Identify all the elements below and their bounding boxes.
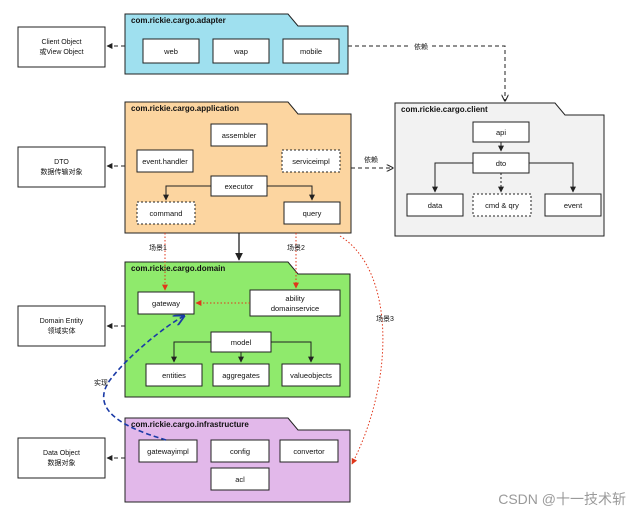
- box-aggregates: aggregates: [222, 371, 260, 380]
- arrow-dto-data: [432, 162, 473, 193]
- side-domain-entity: Domain Entity 领域实体: [17, 305, 106, 347]
- label-scene1: 场景1: [149, 243, 167, 252]
- arrow-dto-event: [529, 162, 576, 193]
- box-config: config: [230, 447, 250, 456]
- package-adapter: com.rickie.cargo.adapter web wap mobile: [124, 13, 349, 75]
- box-api: api: [496, 128, 506, 137]
- package-adapter-title: com.rickie.cargo.adapter: [131, 16, 226, 25]
- box-dto: dto: [496, 159, 506, 168]
- box-wap: wap: [233, 47, 248, 56]
- box-query: query: [303, 209, 322, 218]
- arrow-adapter-depends-client: [348, 45, 505, 101]
- package-domain-title: com.rickie.cargo.domain: [131, 264, 225, 273]
- box-web: web: [163, 47, 178, 56]
- package-client-title: com.rickie.cargo.client: [401, 105, 488, 114]
- arrow-model-valueobjects: [271, 341, 314, 363]
- label-depend-top: 依赖: [414, 42, 428, 51]
- box-event-handler: event.handler: [142, 157, 188, 166]
- box-valueobjects: valueobjects: [290, 371, 332, 380]
- label-depend-mid: 依赖: [364, 155, 378, 164]
- side-data-object-line1: Data Object: [43, 450, 80, 457]
- package-application-title: com.rickie.cargo.application: [131, 104, 239, 113]
- side-dto-line2: 数据传输对象: [41, 167, 83, 176]
- label-scene3: 场景3: [376, 314, 394, 323]
- box-ability-line1: ability: [285, 294, 304, 303]
- box-gateway: gateway: [152, 299, 180, 308]
- side-data-object-line2: 数据对象: [48, 458, 76, 467]
- box-command: command: [150, 209, 183, 218]
- arrow-model-entities: [171, 341, 211, 363]
- side-client-object-line1: Client Object: [41, 39, 81, 46]
- package-application: com.rickie.cargo.application assembler e…: [124, 101, 352, 234]
- box-convertor: convertor: [293, 447, 325, 456]
- side-domain-entity-line1: Domain Entity: [40, 318, 84, 325]
- application-internal-arrows: [163, 185, 315, 201]
- box-assembler: assembler: [222, 131, 257, 140]
- arrow-scene3: [339, 235, 384, 465]
- box-executor: executor: [225, 182, 254, 191]
- scene-arrows: [162, 233, 384, 465]
- package-client: com.rickie.cargo.client api dto data cmd…: [394, 102, 605, 237]
- side-dto: DTO 数据传输对象: [17, 146, 106, 188]
- arrow-executor-command: [163, 185, 211, 201]
- box-data: data: [428, 201, 443, 210]
- watermark: CSDN @十一技术斩: [498, 491, 626, 507]
- side-dto-line1: DTO: [54, 159, 69, 166]
- box-mobile: mobile: [300, 47, 322, 56]
- box-cmd-qry: cmd & qry: [485, 201, 519, 210]
- box-gatewayimpl: gatewayimpl: [147, 447, 189, 456]
- box-acl: acl: [235, 475, 245, 484]
- client-internal-arrows: [432, 142, 576, 193]
- label-implement: 实现: [94, 378, 108, 387]
- side-domain-entity-line2: 领域实体: [48, 326, 76, 335]
- model-arrows: [171, 341, 314, 363]
- side-arrows: [106, 43, 125, 461]
- label-scene2: 场景2: [287, 243, 305, 252]
- box-ability-line2: domainservice: [271, 304, 319, 313]
- package-infrastructure-title: com.rickie.cargo.infrastructure: [131, 420, 249, 429]
- package-domain: com.rickie.cargo.domain gateway ability …: [124, 261, 351, 398]
- side-client-object: Client Object 或View Object: [17, 26, 106, 68]
- depend-top-bg: [410, 40, 432, 51]
- box-event: event: [564, 201, 583, 210]
- arrow-implement: [102, 316, 184, 441]
- arrow-executor-query: [267, 185, 315, 201]
- side-client-object-line2: 或View Object: [39, 47, 83, 56]
- box-entities: entities: [162, 371, 186, 380]
- box-serviceimpl: serviceimpl: [292, 157, 330, 166]
- package-infrastructure: com.rickie.cargo.infrastructure gatewayi…: [124, 417, 351, 503]
- side-data-object: Data Object 数据对象: [17, 437, 106, 479]
- dependency-arrows: [348, 45, 505, 168]
- box-model: model: [231, 338, 252, 347]
